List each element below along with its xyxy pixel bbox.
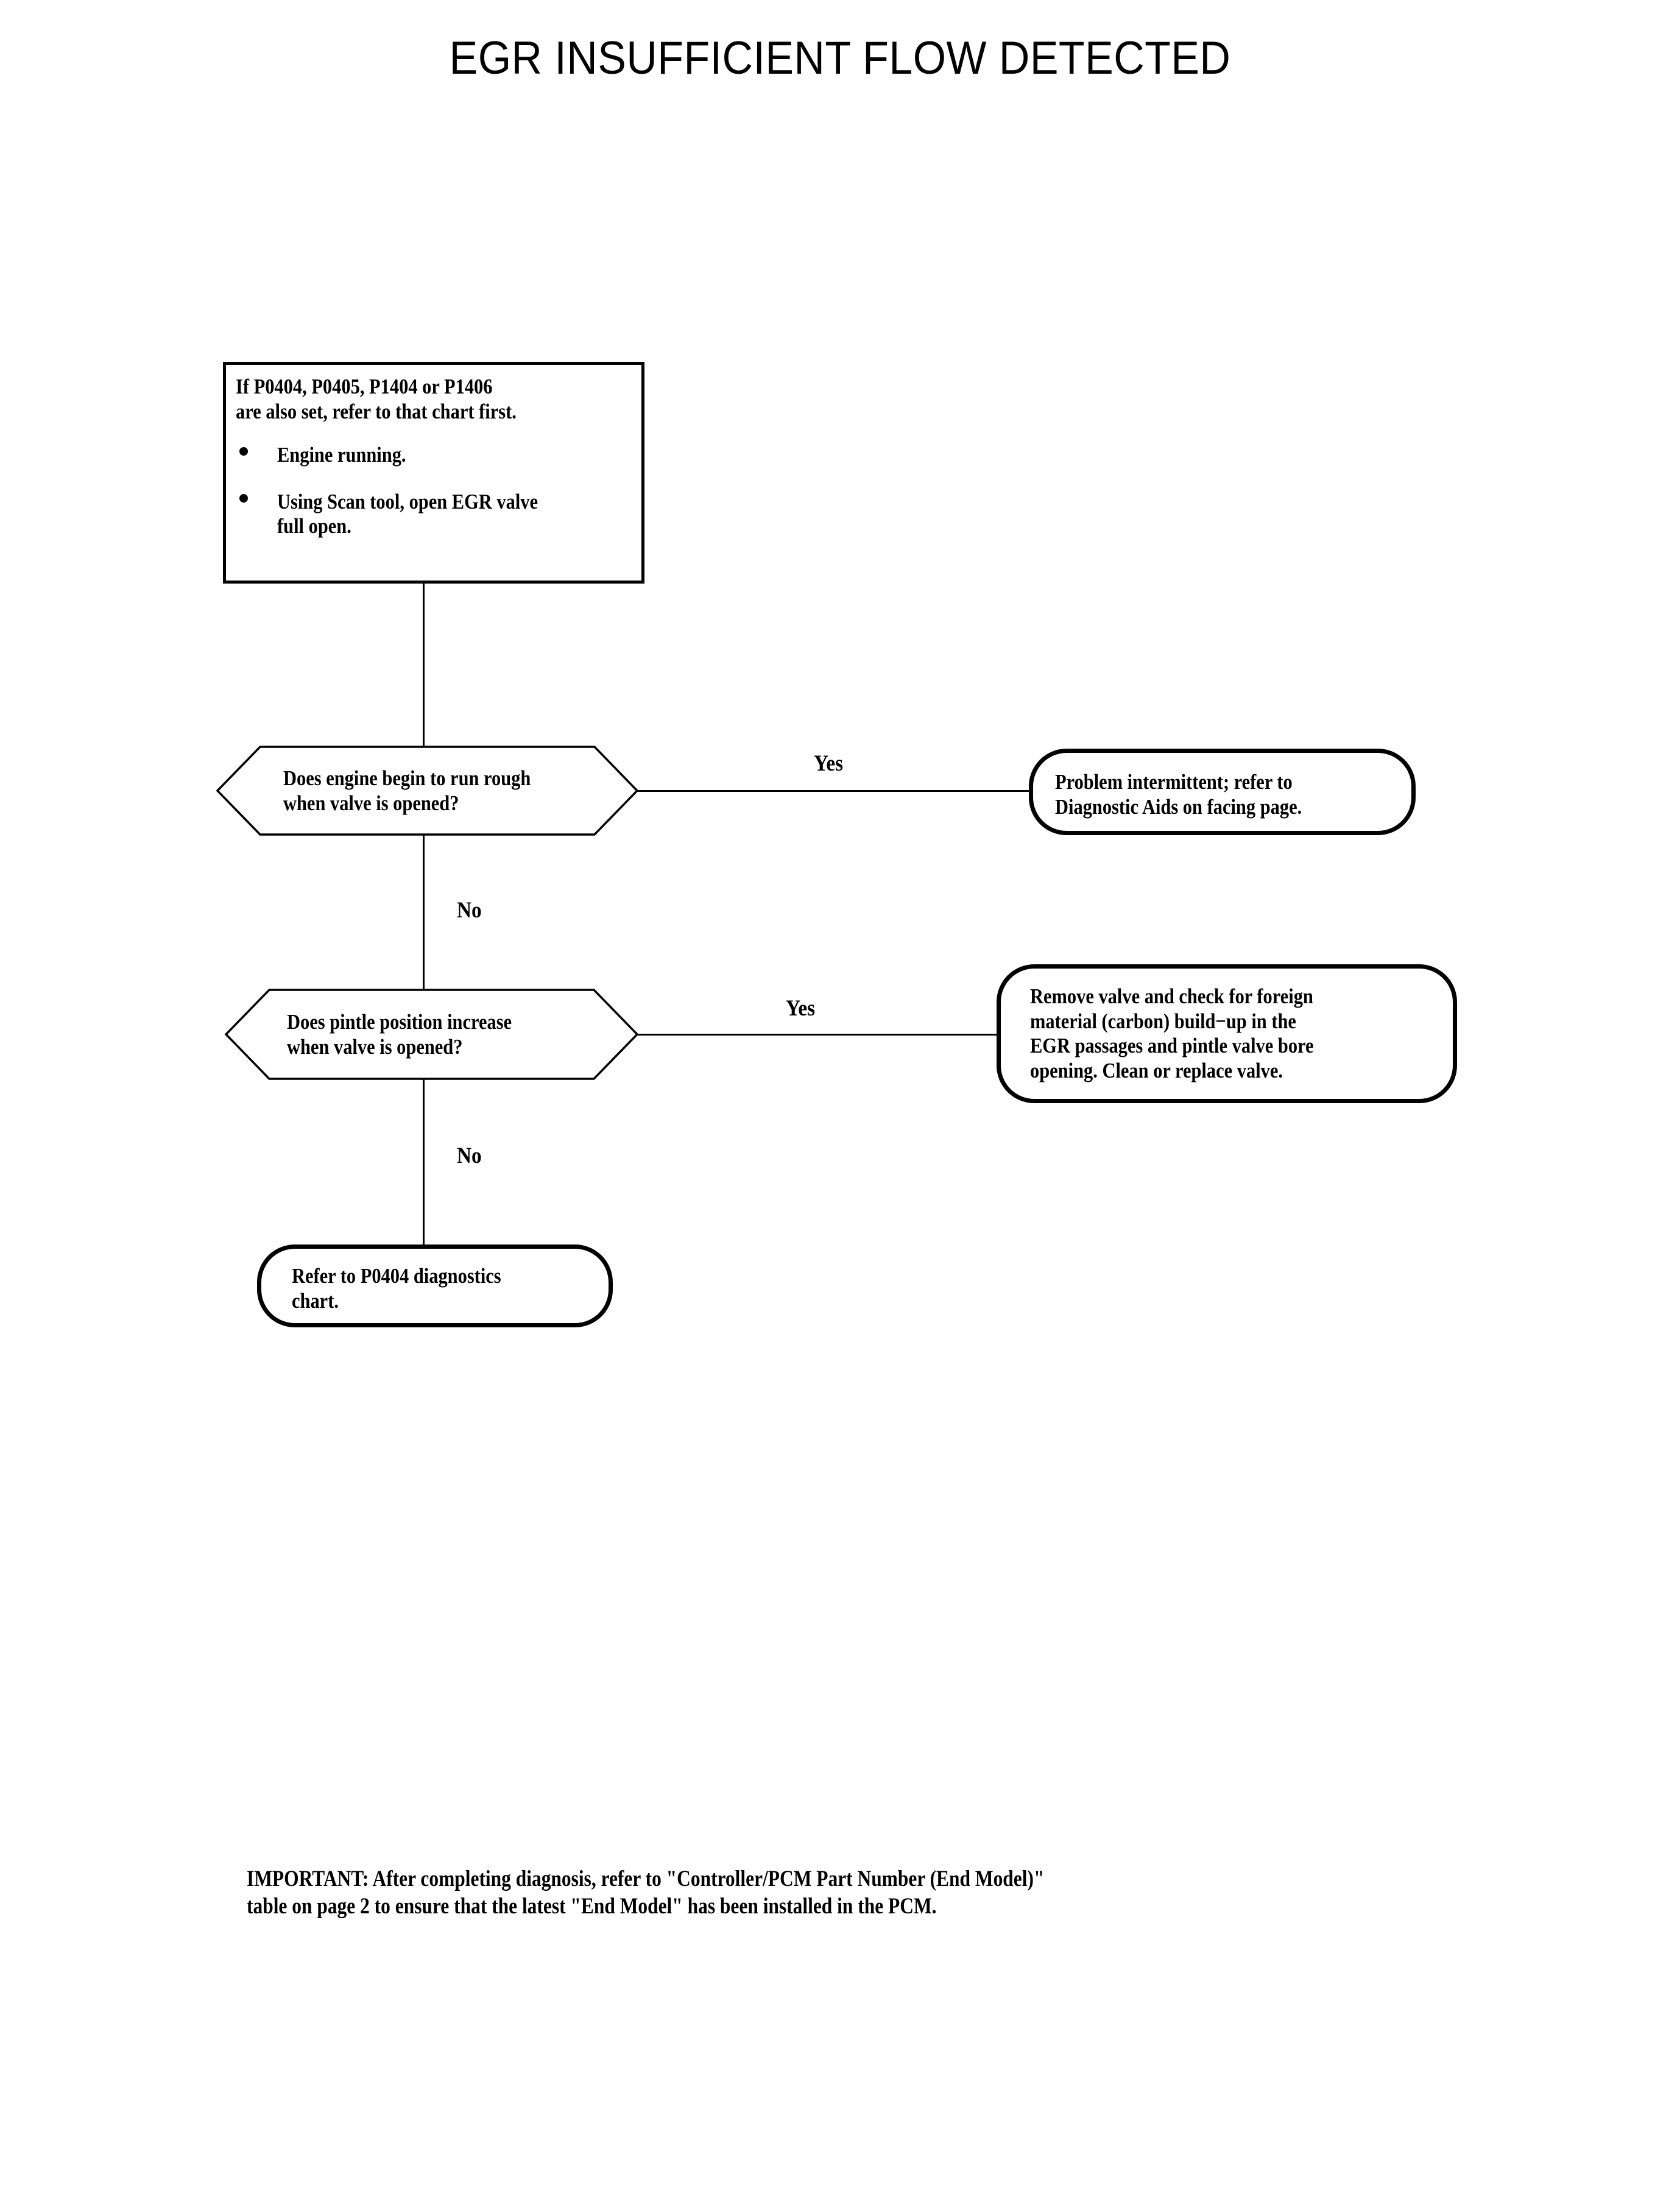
start-box-bullet-1: Engine running.	[277, 443, 406, 467]
terminal-3-box: Refer to P0404 diagnostics chart.	[257, 1244, 613, 1327]
edge-label-decision-2-yes: Yes	[786, 996, 816, 1021]
decision-2-question: Does pintle position increase when valve…	[287, 1010, 512, 1059]
connector-start-to-decision-1	[423, 584, 425, 747]
decision-2-hexagon: Does pintle position increase when valve…	[224, 989, 639, 1080]
start-box-bullets: Engine running. Using Scan tool, open EG…	[239, 443, 702, 561]
terminal-3-text: Refer to P0404 diagnostics chart.	[292, 1264, 501, 1313]
decision-1-question: Does engine begin to run rough when valv…	[283, 766, 531, 815]
list-item: Using Scan tool, open EGR valve full ope…	[239, 490, 702, 539]
connector-decision-1-yes	[637, 790, 1029, 792]
edge-label-decision-2-no: No	[457, 1143, 482, 1168]
terminal-2-text: Remove valve and check for foreign mater…	[1030, 984, 1314, 1082]
bullet-icon	[239, 447, 248, 456]
decision-1-hexagon: Does engine begin to run rough when valv…	[216, 746, 639, 836]
connector-decision-2-yes	[637, 1034, 1020, 1036]
terminal-1-text: Problem intermittent; refer to Diagnosti…	[1055, 770, 1302, 819]
terminal-2-box: Remove valve and check for foreign mater…	[997, 964, 1457, 1103]
page-title: EGR INSUFFICIENT FLOW DETECTED	[449, 32, 1231, 84]
edge-label-decision-1-no: No	[457, 898, 482, 923]
important-footer-note: IMPORTANT: After completing diagnosis, r…	[247, 1866, 1045, 1919]
connector-decision-1-no	[423, 835, 425, 990]
terminal-1-box: Problem intermittent; refer to Diagnosti…	[1029, 749, 1416, 835]
start-process-box: If P0404, P0405, P1404 or P1406 are also…	[223, 362, 644, 584]
connector-decision-2-no	[423, 1079, 425, 1252]
bullet-icon	[239, 493, 248, 503]
list-item: Engine running.	[239, 443, 702, 468]
start-box-bullet-2: Using Scan tool, open EGR valve full ope…	[277, 489, 538, 538]
start-box-heading: If P0404, P0405, P1404 or P1406 are also…	[236, 375, 517, 423]
edge-label-decision-1-yes: Yes	[814, 751, 844, 776]
